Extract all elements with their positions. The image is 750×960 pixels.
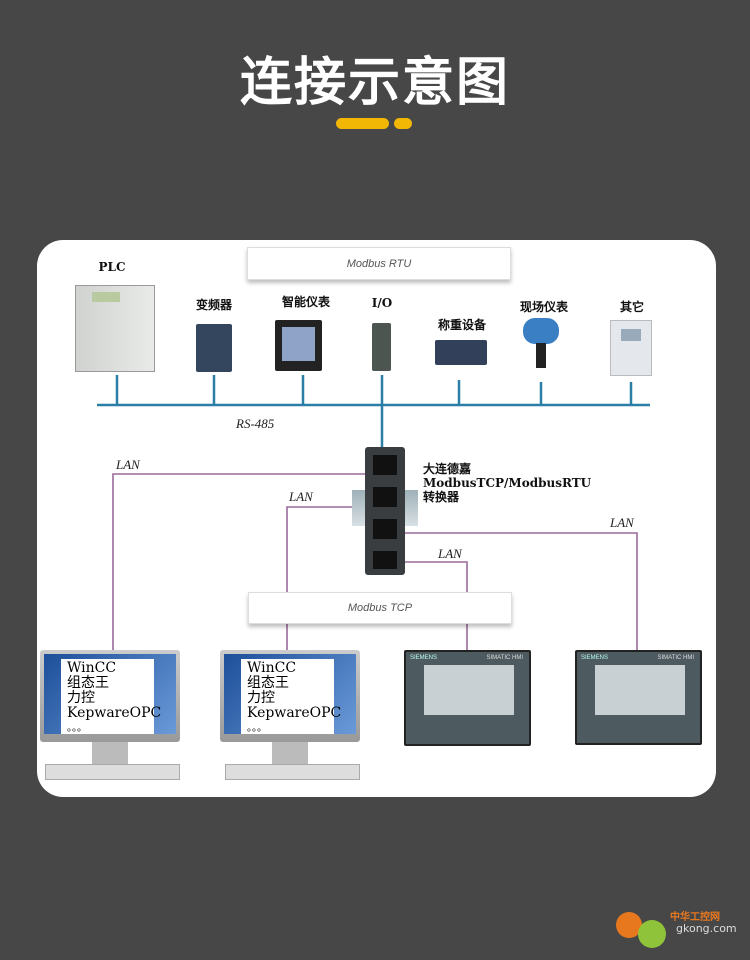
device-label: 现场仪表 (519, 300, 569, 314)
software-item: WinCC (67, 660, 117, 676)
modbus-tcp-box: Modbus TCP (248, 592, 512, 624)
lan-line (286, 506, 365, 652)
keyboard-icon (45, 764, 180, 780)
field-instrument-probe (536, 343, 546, 368)
monitor-stand (272, 742, 308, 764)
software-item: KepwareOPC (247, 705, 342, 721)
field-instrument-icon (523, 318, 559, 344)
device-label: 称重设备 (437, 318, 487, 332)
accent-bar (336, 118, 389, 129)
converter-icon (365, 447, 405, 575)
watermark-cn: 中华工控网 (670, 912, 720, 923)
plc-icon (75, 285, 155, 372)
device-label: 智能仪表 (281, 295, 331, 309)
software-item: 组态王 (247, 675, 289, 691)
software-item: 力控 (247, 690, 275, 706)
accent-dot (394, 118, 412, 129)
io-module-icon (372, 323, 391, 371)
rs485-label: RS-485 (236, 416, 275, 431)
weighing-device-icon (435, 340, 487, 365)
watermark-logo: 中华工控网 gkong.com (612, 900, 742, 950)
hmi-model: SIMATIC HMI (486, 655, 523, 661)
inverter-icon (196, 324, 232, 372)
watermark-en: gkong.com (676, 922, 737, 935)
device-label: PLC (98, 260, 126, 274)
lan-label: LAN (116, 457, 140, 472)
device-label: 其它 (619, 300, 645, 314)
converter-model: ModbusTCP/ModbusRTU (423, 476, 592, 490)
lan-line (112, 473, 365, 650)
hmi-model: SIMATIC HMI (657, 655, 694, 661)
software-item: 组态王 (67, 675, 109, 691)
software-item: WinCC (247, 660, 297, 676)
converter-type: 转换器 (423, 490, 460, 504)
device-label: I/O (371, 296, 393, 310)
gear-icon (638, 920, 666, 948)
other-device-icon (610, 320, 652, 376)
lan-label: LAN (610, 515, 634, 530)
rs485-bus (97, 375, 650, 450)
lan-line (405, 532, 638, 650)
converter-vendor: 大连德嘉 (423, 462, 472, 476)
device-label: 变频器 (195, 298, 233, 312)
software-item: 。。。 (67, 723, 87, 734)
software-item: KepwareOPC (67, 705, 162, 721)
page-title: 连接示意图 (239, 53, 510, 113)
converter-label: 大连德嘉 ModbusTCP/ModbusRTU 转换器 (423, 462, 591, 504)
software-item: 力控 (67, 690, 95, 706)
hmi-brand: SIEMENS (410, 655, 438, 661)
keyboard-icon (225, 764, 360, 780)
gear-icon (616, 912, 642, 938)
hmi-panel: SIEMENS SIMATIC HMI (404, 650, 531, 746)
monitor-stand (92, 742, 128, 764)
lan-label: LAN (289, 489, 313, 504)
smart-meter-icon (275, 320, 322, 371)
hmi-brand: SIEMENS (581, 655, 609, 661)
software-item: 。。。 (247, 723, 267, 734)
lan-label: LAN (438, 546, 462, 561)
hmi-panel: SIEMENS SIMATIC HMI (575, 650, 702, 745)
modbus-rtu-box: Modbus RTU (247, 247, 511, 280)
